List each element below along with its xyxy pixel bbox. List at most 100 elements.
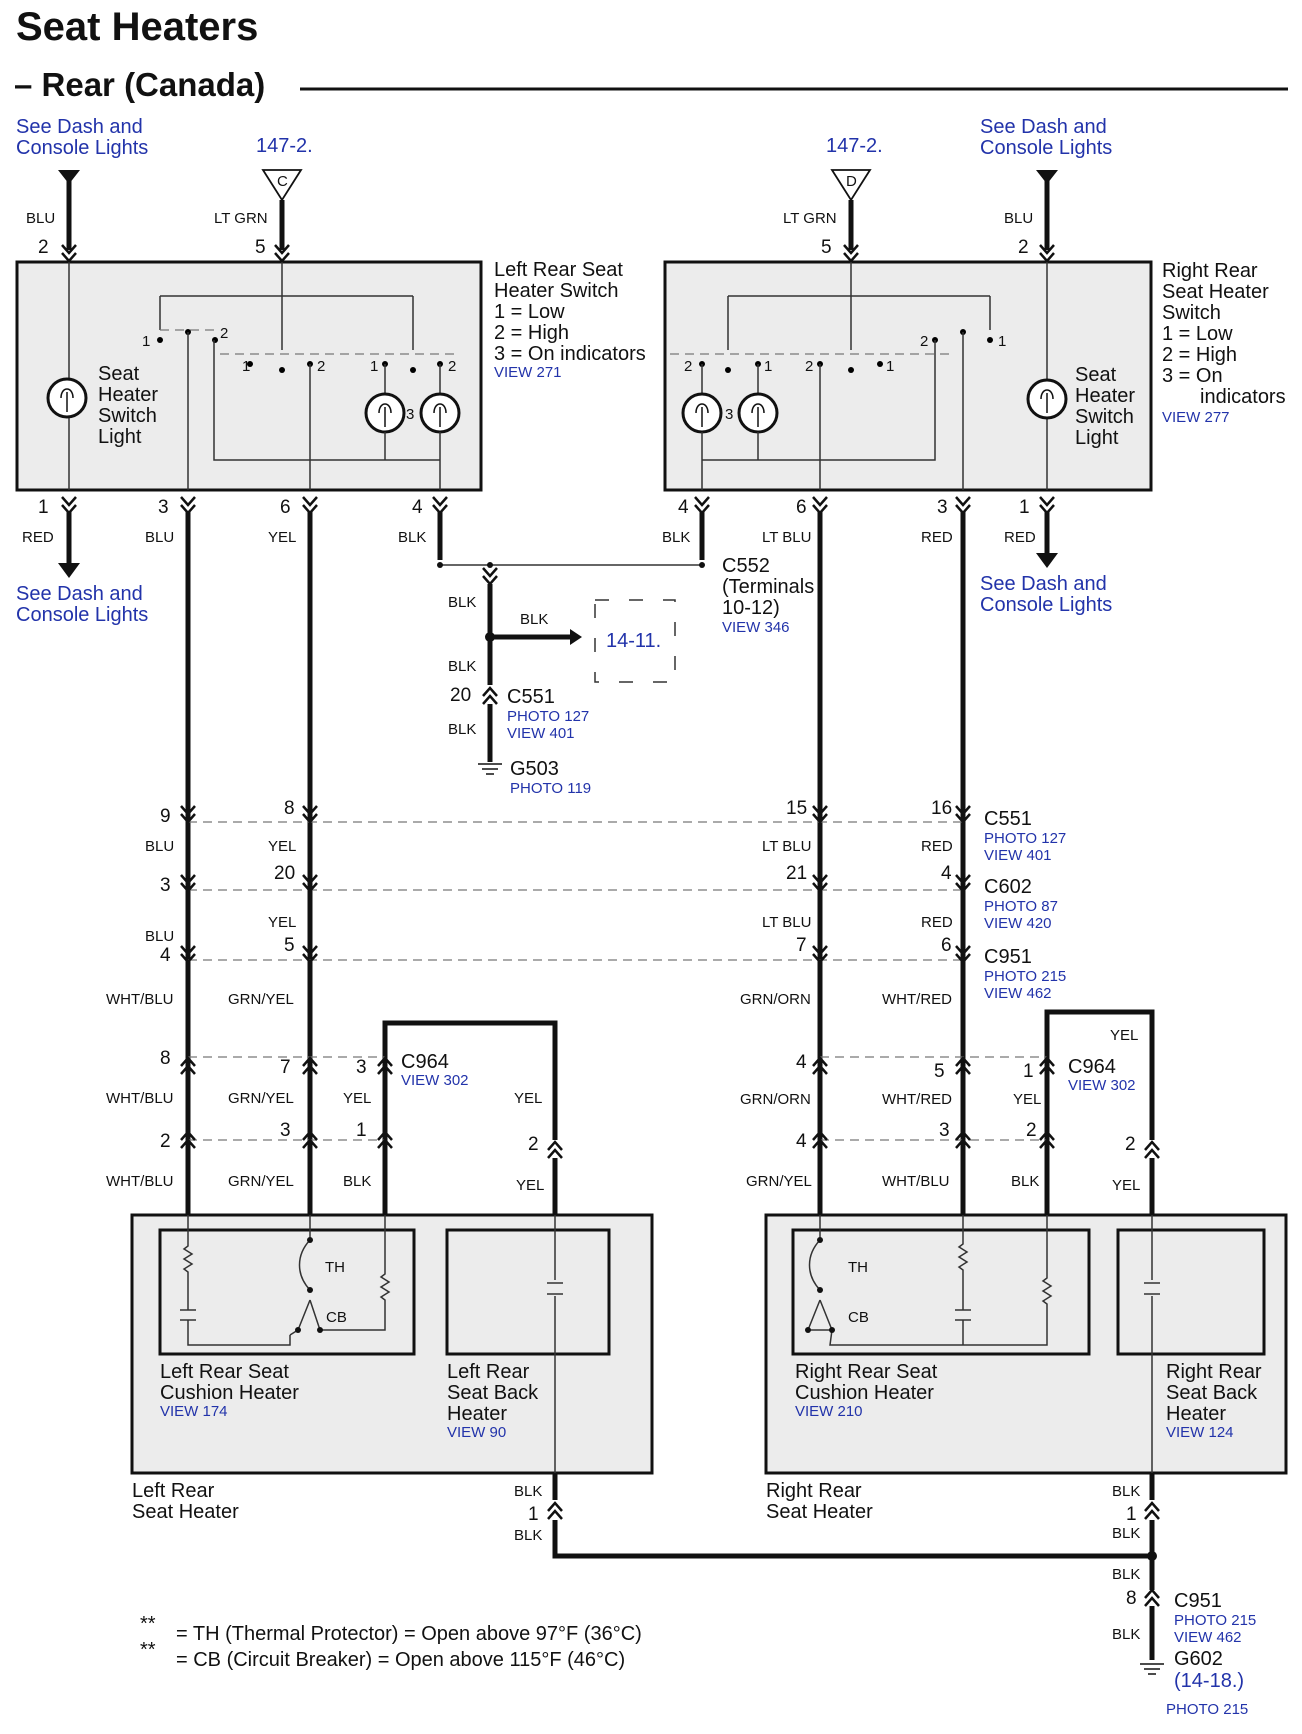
svg-text:Heater: Heater (98, 384, 158, 406)
svg-text:3: 3 (937, 497, 948, 518)
svg-text:GRN/YEL: GRN/YEL (228, 991, 294, 1008)
svg-text:Seat Heater: Seat Heater (132, 1501, 239, 1523)
g503-photo-link[interactable]: PHOTO 119 (510, 780, 591, 797)
svg-text:RED: RED (921, 529, 953, 546)
c951-photo-link-upper[interactable]: PHOTO 215 (984, 968, 1066, 985)
svg-text:BLU: BLU (26, 210, 55, 227)
svg-text:Cushion Heater: Cushion Heater (795, 1382, 934, 1404)
c551-view-link-lower[interactable]: VIEW 401 (984, 847, 1052, 864)
svg-text:(Terminals: (Terminals (722, 576, 814, 598)
svg-text:G602: G602 (1174, 1648, 1223, 1670)
svg-text:10-12): 10-12) (722, 597, 780, 619)
svg-text:C551: C551 (507, 686, 555, 708)
svg-text:BLK: BLK (448, 721, 476, 738)
svg-text:RED: RED (921, 838, 953, 855)
dash-link-bottom-right-1[interactable]: See Dash and (980, 573, 1107, 595)
note-thermal-protector: = TH (Thermal Protector) = Open above 97… (176, 1623, 642, 1645)
svg-text:C964: C964 (1068, 1056, 1116, 1078)
c951-view-link-lower[interactable]: VIEW 462 (1174, 1629, 1242, 1646)
c551-view-link-upper[interactable]: VIEW 401 (507, 725, 575, 742)
svg-text:Switch: Switch (1075, 406, 1134, 428)
svg-text:Right Rear Seat: Right Rear Seat (795, 1361, 938, 1383)
svg-text:2: 2 (448, 358, 456, 375)
svg-text:GRN/YEL: GRN/YEL (228, 1173, 294, 1190)
svg-text:2 = High: 2 = High (1162, 344, 1237, 366)
svg-text:2: 2 (160, 1131, 171, 1152)
svg-text:Light: Light (1075, 427, 1119, 449)
ref-link-d[interactable]: 147-2. (826, 135, 883, 157)
dash-link-bottom-left-2[interactable]: Console Lights (16, 604, 148, 626)
left-cushion-view-link[interactable]: VIEW 174 (160, 1403, 228, 1420)
svg-text:WHT/RED: WHT/RED (882, 991, 952, 1008)
dash-link-top-right-1[interactable]: See Dash and (980, 116, 1107, 138)
svg-text:TH: TH (325, 1259, 345, 1276)
svg-text:5: 5 (284, 935, 295, 956)
right-switch-view-link[interactable]: VIEW 277 (1162, 409, 1230, 426)
svg-text:Seat Back: Seat Back (1166, 1382, 1258, 1404)
svg-text:1: 1 (1023, 1061, 1034, 1082)
g602-photo-link[interactable]: PHOTO 215 (1166, 1701, 1248, 1718)
svg-text:GRN/ORN: GRN/ORN (740, 991, 811, 1008)
svg-text:G503: G503 (510, 758, 559, 780)
c951-photo-link-lower[interactable]: PHOTO 215 (1174, 1612, 1256, 1629)
right-switch-box (663, 260, 1153, 492)
left-seatback-view-link[interactable]: VIEW 90 (447, 1424, 506, 1441)
right-seat-heater-box (764, 1213, 1288, 1475)
right-cushion-view-link[interactable]: VIEW 210 (795, 1403, 863, 1420)
svg-text:4: 4 (678, 497, 689, 518)
svg-text:15: 15 (786, 798, 807, 819)
left-switch-view-link[interactable]: VIEW 271 (494, 364, 562, 381)
svg-text:4: 4 (796, 1131, 807, 1152)
ref-link-1418[interactable]: (14-18.) (1174, 1670, 1244, 1692)
svg-text:YEL: YEL (514, 1090, 542, 1107)
svg-text:CB: CB (848, 1309, 869, 1326)
c602-photo-link[interactable]: PHOTO 87 (984, 898, 1058, 915)
c551-photo-link-lower[interactable]: PHOTO 127 (984, 830, 1066, 847)
ref-link-c[interactable]: 147-2. (256, 135, 313, 157)
svg-text:9: 9 (160, 806, 171, 827)
svg-text:Seat Back: Seat Back (447, 1382, 539, 1404)
svg-text:C951: C951 (984, 946, 1032, 968)
svg-text:YEL: YEL (1112, 1177, 1140, 1194)
dash-link-bottom-right-2[interactable]: Console Lights (980, 594, 1112, 616)
svg-text:3 = On: 3 = On (1162, 365, 1223, 387)
c951-view-link-upper[interactable]: VIEW 462 (984, 985, 1052, 1002)
svg-text:Switch: Switch (98, 405, 157, 427)
svg-text:LT BLU: LT BLU (762, 914, 811, 931)
svg-text:2 = High: 2 = High (494, 322, 569, 344)
svg-text:Right Rear: Right Rear (766, 1480, 862, 1502)
c964-right-view-link[interactable]: VIEW 302 (1068, 1077, 1136, 1094)
svg-text:WHT/BLU: WHT/BLU (882, 1173, 950, 1190)
svg-text:Right Rear: Right Rear (1166, 1361, 1262, 1383)
left-cushion-heater (158, 1228, 416, 1356)
svg-text:BLK: BLK (448, 658, 476, 675)
svg-text:7: 7 (796, 935, 807, 956)
right-seatback-view-link[interactable]: VIEW 124 (1166, 1424, 1234, 1441)
dash-link-top-left-1[interactable]: See Dash and (16, 116, 143, 138)
right-seatback-heater (1116, 1228, 1266, 1356)
c551-photo-link-upper[interactable]: PHOTO 127 (507, 708, 589, 725)
svg-text:Switch: Switch (1162, 302, 1221, 324)
ref-link-1411[interactable]: 14-11. (606, 630, 661, 652)
svg-text:Cushion Heater: Cushion Heater (160, 1382, 299, 1404)
c602-view-link[interactable]: VIEW 420 (984, 915, 1052, 932)
svg-text:2: 2 (1125, 1134, 1136, 1155)
left-switch-light-bulb (46, 377, 88, 419)
ref-triangle-d-letter: D (846, 173, 857, 190)
dash-link-top-right-2[interactable]: Console Lights (980, 137, 1112, 159)
c964-left-view-link[interactable]: VIEW 302 (401, 1072, 469, 1089)
ref-box-1411 (594, 599, 676, 683)
svg-text:BLU: BLU (145, 529, 174, 546)
svg-text:LT GRN: LT GRN (214, 210, 268, 227)
svg-text:Left Rear Seat: Left Rear Seat (160, 1361, 289, 1383)
svg-text:CB: CB (326, 1309, 347, 1326)
dash-link-bottom-left-1[interactable]: See Dash and (16, 583, 143, 605)
dash-link-top-left-2[interactable]: Console Lights (16, 137, 148, 159)
svg-text:BLK: BLK (1112, 1626, 1140, 1643)
svg-text:1 = Low: 1 = Low (1162, 323, 1233, 345)
svg-text:YEL: YEL (343, 1090, 371, 1107)
svg-text:2: 2 (220, 325, 228, 342)
c552-view-link[interactable]: VIEW 346 (722, 619, 790, 636)
svg-text:2: 2 (684, 358, 692, 375)
